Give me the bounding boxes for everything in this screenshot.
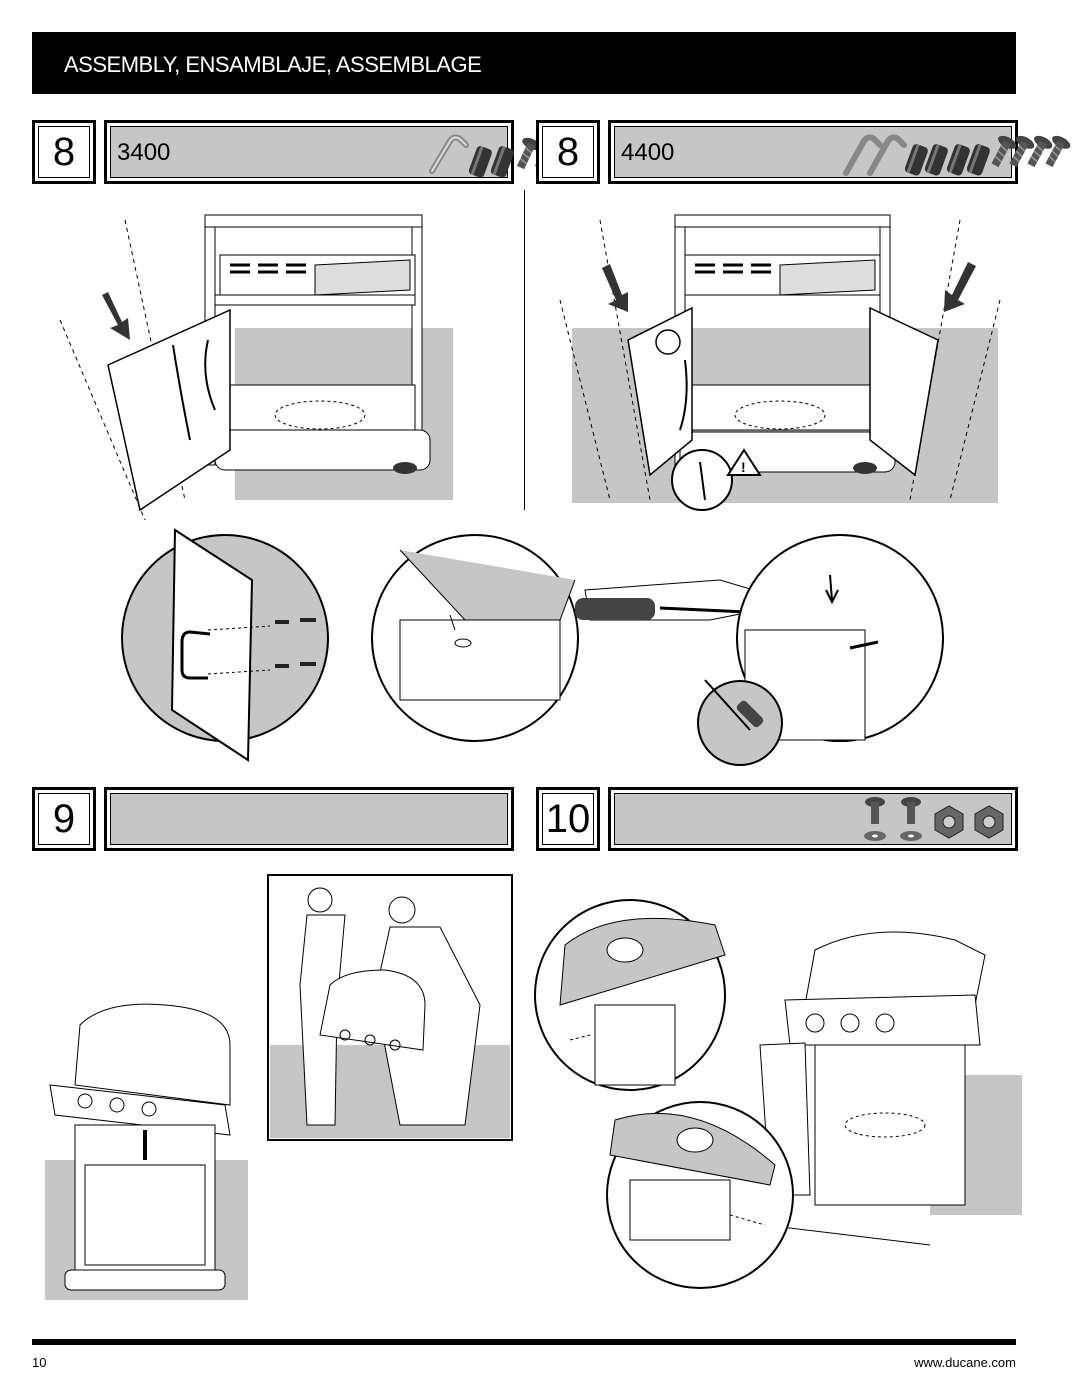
footer-rule [32, 1339, 1016, 1345]
step-number: 8 [52, 129, 76, 174]
step-number-box: 8 [536, 120, 600, 184]
step-number-box: 10 [536, 787, 600, 851]
detail-views [121, 528, 944, 766]
hardware-icons [429, 134, 560, 178]
step-header-panel: 3400 [104, 120, 560, 184]
hardware-icons [843, 134, 1071, 176]
cart-doors-illustration-4400: ! [559, 214, 1001, 511]
step-header-panel [608, 787, 1018, 851]
step-number-box: 8 [32, 120, 96, 184]
cart-door-illustration-3400 [59, 214, 453, 521]
header-bar [32, 32, 1016, 94]
step-number: 9 [52, 796, 76, 841]
page-number: 10 [32, 1355, 47, 1370]
footer-url: www.ducane.com [914, 1355, 1016, 1370]
step-header-panel: 4400 [608, 120, 1071, 184]
grill-head-bolting-illustration [534, 899, 1022, 1289]
model-label: 3400 [117, 139, 171, 166]
step-number-box: 9 [32, 787, 96, 851]
step-header-panel [104, 787, 514, 851]
step-number: 8 [556, 129, 580, 174]
page-title: ASSEMBLY, ENSAMBLAJE, ASSEMBLAGE [64, 52, 482, 77]
section-divider [524, 190, 525, 510]
grill-head-placement-illustration [45, 874, 513, 1300]
hardware-icons [864, 797, 1004, 841]
svg-text:!: ! [741, 459, 746, 475]
step-number: 10 [545, 796, 591, 841]
model-label: 4400 [621, 139, 675, 166]
